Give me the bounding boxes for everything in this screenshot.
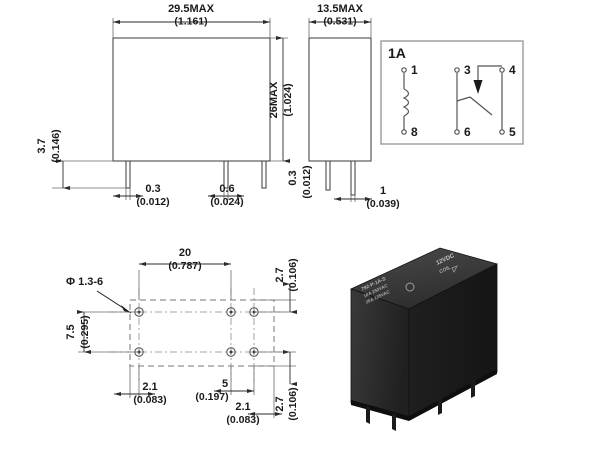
schematic-title: 1A — [388, 45, 406, 61]
pcb-mid-value: 5 — [222, 378, 228, 390]
side-view-body-outline — [308, 37, 372, 162]
schematic-group: 1A 1 8 3 6 4 5 — [380, 40, 524, 145]
front-pint-value: 0.3 — [145, 183, 160, 195]
relay-front-face — [350, 288, 410, 420]
front-width-inch: (1.161) — [174, 16, 207, 28]
pcb-right-value: 2.1 — [235, 401, 250, 413]
side-pin-2 — [350, 161, 356, 196]
pcb-pitch-value: 7.5 — [65, 324, 77, 339]
front-pin-1 — [125, 161, 131, 189]
relay-cert-mark-tri — [451, 265, 458, 273]
side-width-inch: (0.531) — [323, 16, 356, 28]
terminal-3-label: 3 — [464, 63, 471, 77]
relay-pin-b — [392, 413, 396, 431]
direction-arrow-head — [473, 80, 483, 94]
front-pinh-value: 3.7 — [36, 138, 48, 153]
pcb-hole-r1c2 — [226, 307, 236, 317]
pcb-hole-r2c2 — [226, 347, 236, 357]
terminal-3-node — [454, 67, 460, 73]
terminal-6-label: 6 — [464, 125, 471, 139]
terminal-8-node — [401, 129, 407, 135]
front-height-inch: (1.024) — [282, 83, 294, 116]
relay-pin-c — [438, 396, 442, 415]
terminal-1-label: 1 — [411, 63, 418, 77]
relay-cert-mark-ul — [405, 282, 415, 292]
terminal-5-node — [499, 129, 505, 135]
terminal-8-label: 8 — [411, 125, 418, 139]
pcb-mid-inch: (0.197) — [195, 391, 228, 403]
side-width-value: 13.5MAX — [317, 3, 364, 15]
side-pint-value: 0.3 — [287, 170, 299, 185]
side-pinw-value: 1 — [380, 185, 386, 197]
arrow-path — [477, 65, 502, 82]
pcb-layout-group: Φ 1.3-6 20 (0.787) 7.5 (0.295) 2.1 (0.08… — [65, 247, 299, 426]
relay-base-rim — [351, 369, 497, 421]
terminal-6-node — [454, 129, 460, 135]
front-pin-2 — [223, 161, 229, 189]
pcb-outline-dashed — [129, 299, 275, 367]
side-pin-1 — [325, 161, 331, 191]
side-view-group: 13.5MAX (0.531) 0.3 (0.012) 1 (0.039) — [287, 3, 400, 210]
pcb-bot-value: 2.7 — [274, 396, 286, 411]
pcb-right-inch: (0.083) — [226, 414, 259, 426]
front-width-value: 29.5MAX — [168, 3, 215, 15]
front-height-value: 26MAX — [268, 81, 280, 118]
contact-blade-pivot — [456, 96, 471, 102]
pcb-span-inch: (0.787) — [168, 260, 201, 272]
relay-pin-a — [366, 406, 370, 424]
pcb-left-value: 2.1 — [142, 381, 157, 393]
pcb-left-inch: (0.083) — [133, 394, 166, 406]
pcb-top-inch: (0.106) — [287, 258, 299, 291]
terminal-1-node — [401, 67, 407, 73]
front-pinw-inch: (0.024) — [210, 196, 243, 208]
hole-spec-arrowhead — [121, 305, 131, 313]
hole-spec-label: Φ 1.3-6 — [66, 276, 103, 288]
pcb-span-value: 20 — [179, 247, 191, 259]
schematic-border — [380, 40, 524, 145]
terminal-4-node — [499, 67, 505, 73]
pcb-top-value: 2.7 — [274, 267, 286, 282]
front-view-group: 29.5MAX (1.161) 26MAX (1.024) 3.7 (0.146… — [36, 3, 294, 208]
relay-label-line-4: COIL — [439, 265, 452, 276]
relay-photo-group: 792-P-1A-S 16A 250VAC 20A 125VAC 12VDC C… — [349, 247, 499, 431]
front-pinw-value: 0.6 — [219, 183, 234, 195]
terminal-5-label: 5 — [509, 125, 516, 139]
side-pinw-inch: (0.039) — [366, 198, 399, 210]
relay-pin-d — [471, 379, 475, 398]
contact-blade — [469, 96, 493, 116]
front-pin-3 — [261, 161, 267, 189]
front-pinh-inch: (0.146) — [50, 129, 62, 162]
front-pint-inch: (0.012) — [136, 196, 169, 208]
side-pint-inch: (0.012) — [301, 165, 313, 198]
pcb-bot-inch: (0.106) — [287, 387, 299, 420]
pcb-pitch-inch: (0.295) — [79, 315, 91, 348]
coil-symbol — [402, 88, 410, 117]
terminal-4-label: 4 — [509, 63, 516, 77]
front-view-body-outline — [112, 37, 271, 162]
